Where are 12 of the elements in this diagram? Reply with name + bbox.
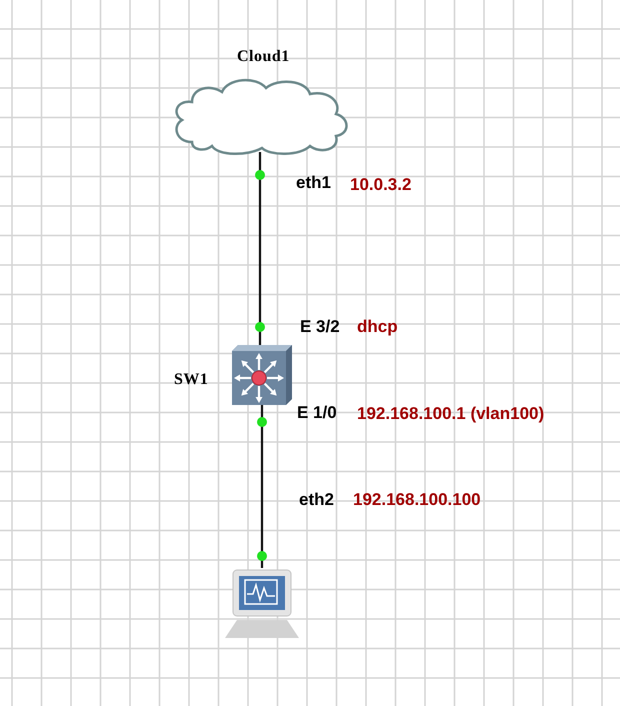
link-line	[258, 152, 262, 345]
address-label: 192.168.100.1 (vlan100)	[357, 404, 544, 424]
cloud-name: Cloud1	[237, 48, 290, 66]
link-line	[260, 405, 264, 568]
interface-label: E 3/2	[300, 317, 340, 337]
interface-label: eth2	[299, 490, 334, 510]
device-name: SW1	[174, 371, 208, 389]
interface-label: E 1/0	[297, 403, 337, 423]
address-label: 192.168.100.100	[353, 490, 481, 510]
interface-label: eth1	[296, 173, 331, 193]
address-label: 10.0.3.2	[350, 175, 412, 195]
address-label: dhcp	[357, 317, 398, 337]
